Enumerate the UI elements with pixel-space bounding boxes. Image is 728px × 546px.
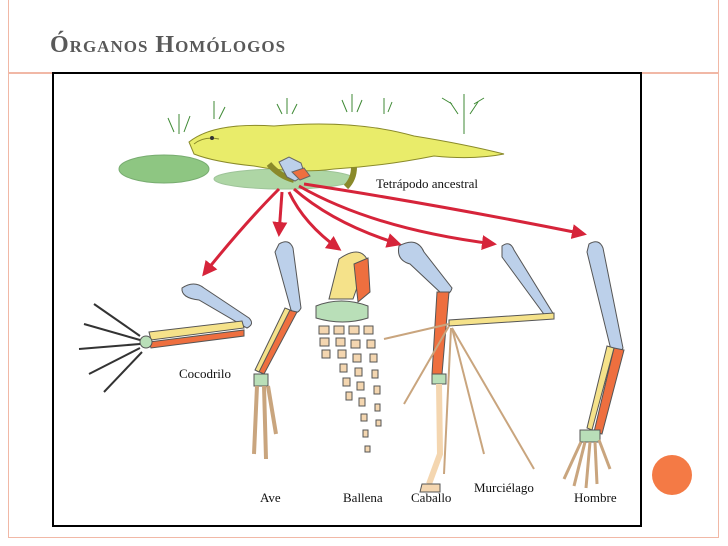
limb-cocodrilo xyxy=(78,283,253,393)
homologous-organs-figure: Tetrápodo ancestral Cocodrilo Ave Ballen… xyxy=(52,72,642,527)
ancestral-tetrapod xyxy=(188,123,505,190)
label-ave: Ave xyxy=(260,490,281,505)
accent-circle xyxy=(652,455,692,495)
limb-ballena xyxy=(315,251,382,453)
label-caballo: Caballo xyxy=(411,490,452,505)
label-hombre: Hombre xyxy=(574,490,617,505)
limb-ave xyxy=(252,241,302,460)
label-ballena: Ballena xyxy=(343,490,383,505)
label-cocodrilo: Cocodrilo xyxy=(179,366,231,381)
limb-hombre xyxy=(562,241,625,489)
limb-illustration xyxy=(78,94,625,493)
limb-caballo xyxy=(398,241,453,493)
slide-frame xyxy=(8,0,719,538)
label-murcielago: Murciélago xyxy=(474,480,534,495)
slide-title: Órganos Homólogos xyxy=(50,32,287,58)
limb-murcielago xyxy=(383,243,555,475)
label-tetrapodo-ancestral: Tetrápodo ancestral xyxy=(376,176,478,191)
evolution-arrows xyxy=(202,182,587,277)
